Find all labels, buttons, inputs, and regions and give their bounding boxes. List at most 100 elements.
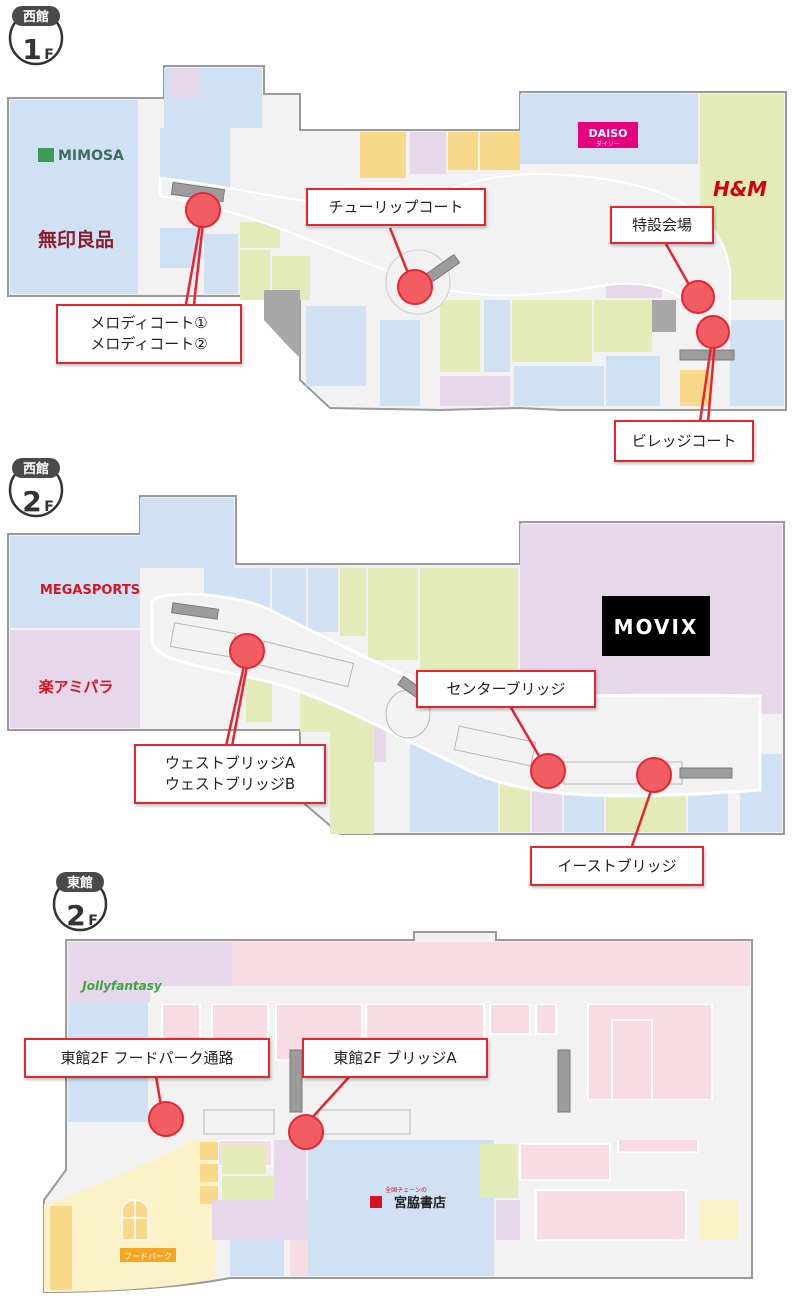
- shop-block: [200, 1186, 218, 1204]
- shop-block: [564, 790, 604, 832]
- leader-line: [309, 1075, 351, 1121]
- leader-line: [630, 787, 654, 847]
- shop-block: [496, 1200, 520, 1240]
- shop-block: [140, 498, 234, 568]
- shop-block: [535, 1189, 687, 1241]
- escalator: [170, 602, 220, 620]
- food-park-label-bg: [120, 1248, 176, 1262]
- spot-marker-special[interactable]: [681, 280, 715, 314]
- badge-tab: [12, 458, 60, 478]
- shop-block: [204, 234, 238, 294]
- shop-block: [340, 568, 366, 636]
- callout-west-bridge[interactable]: ウェストブリッジA ウェストブリッジB: [134, 744, 326, 804]
- shop-block: [594, 300, 652, 352]
- shop-block: [330, 702, 374, 834]
- store-megasports: MEGASPORTS: [40, 583, 140, 598]
- leader-line: [698, 339, 714, 423]
- badge-tab: [56, 872, 104, 892]
- callout-label: メロディコート①: [90, 314, 208, 332]
- shop-block: [410, 132, 446, 174]
- store-daiso-kana: ダイソー: [596, 140, 620, 148]
- east-2f-corridor: [150, 1100, 732, 1140]
- callout-label: チューリップコート: [328, 197, 464, 216]
- shop-block: [360, 132, 406, 178]
- bridge-outline: [203, 1109, 275, 1135]
- leader-line: [192, 213, 206, 305]
- store-hm: H&M: [713, 177, 767, 201]
- shop-block: [420, 568, 518, 680]
- floor-badge-west-1f: 西館 1 F: [8, 6, 64, 66]
- shop-block: [440, 300, 480, 372]
- leader-line: [230, 665, 249, 747]
- callout-center-bridge[interactable]: センターブリッジ: [416, 670, 596, 708]
- food-park-window-icon: [121, 1199, 149, 1241]
- badge-level: 2: [22, 485, 41, 518]
- callout-label: 東館2F フードパーク通路: [60, 1048, 234, 1067]
- escalator: [679, 349, 735, 361]
- spot-marker-melody[interactable]: [185, 192, 221, 228]
- shop-block: [611, 1019, 653, 1101]
- shop-block: [230, 1240, 284, 1276]
- spot-marker-tulip[interactable]: [397, 269, 433, 305]
- callout-tulip-court[interactable]: チューリップコート: [306, 188, 486, 226]
- callout-label: メロディコート②: [90, 335, 208, 353]
- callout-food-park-passage[interactable]: 東館2F フードパーク通路: [24, 1038, 270, 1078]
- shop-block: [50, 1206, 72, 1290]
- badge-unit: F: [88, 913, 98, 929]
- callout-east-bridge-a[interactable]: 東館2F ブリッジA: [302, 1038, 488, 1078]
- store-muji: 無印良品: [38, 228, 114, 251]
- shop-block: [170, 68, 200, 98]
- callout-east-bridge[interactable]: イーストブリッジ: [530, 846, 704, 886]
- mimosa-logo-mark: [38, 148, 54, 162]
- store-miyawaki-tagline: 全国チェーンの: [385, 1186, 427, 1194]
- shop-block: [160, 128, 230, 188]
- badge-unit: F: [44, 499, 54, 515]
- store-movix: MOVIX: [614, 615, 699, 639]
- spot-marker-east-bridge[interactable]: [636, 757, 672, 793]
- shop-block: [652, 300, 676, 332]
- callout-label: 東館2F ブリッジA: [333, 1048, 457, 1067]
- west-1f-map: MIMOSA 無印良品 DAISO ダイソー H&M: [7, 65, 787, 423]
- shop-block: [222, 1146, 266, 1174]
- shop-block: [306, 306, 366, 386]
- store-amipara: 楽アミパラ: [39, 678, 114, 696]
- callout-special-venue[interactable]: 特設会場: [610, 206, 714, 244]
- store-jollyfantasy: Jollyfantasy: [80, 979, 163, 993]
- spot-marker-west-bridge[interactable]: [229, 633, 265, 669]
- floor-badge-east-2f: 東館 2 F: [52, 872, 108, 932]
- east-2f-corridor: [150, 986, 732, 1004]
- leader-line: [184, 213, 204, 305]
- shop-block: [212, 1200, 318, 1240]
- spot-marker-east-bridge-a[interactable]: [288, 1114, 324, 1150]
- spot-marker-village[interactable]: [696, 315, 730, 349]
- shop-block: [440, 376, 510, 406]
- escalator: [557, 1049, 571, 1113]
- store-mimosa: MIMOSA: [58, 148, 124, 164]
- west-2f-map: MEGASPORTS 楽アミパラ MOVIX: [7, 495, 785, 847]
- badge-tab: [12, 6, 60, 26]
- leader-line: [706, 339, 717, 423]
- shop-block: [730, 320, 784, 406]
- callout-label: ウェストブリッジB: [164, 775, 296, 793]
- callout-label: ビレッジコート: [631, 431, 737, 450]
- east-2f-map: フードパーク Jollyfantasy 全国チェーンの 宮脇書店: [43, 931, 753, 1294]
- miyawaki-logo-mark: [370, 1196, 382, 1208]
- amipara-block: [10, 630, 140, 728]
- leader-line: [664, 243, 694, 291]
- shop-block: [535, 1003, 557, 1035]
- callout-label: センターブリッジ: [446, 679, 566, 698]
- callout-label: 特設会場: [631, 215, 692, 234]
- shop-block: [489, 1003, 531, 1035]
- badge-building: 西館: [23, 9, 49, 25]
- badge-level: 1: [22, 33, 41, 66]
- callout-melody-court[interactable]: メロディコート① メロディコート②: [56, 304, 242, 364]
- escalator: [679, 767, 733, 779]
- store-daiso: DAISO: [588, 127, 627, 140]
- callout-village-court[interactable]: ビレッジコート: [614, 420, 754, 462]
- spot-marker-center-bridge[interactable]: [530, 753, 566, 789]
- spot-marker-food-park[interactable]: [148, 1101, 184, 1137]
- shop-block: [380, 320, 420, 406]
- callout-label: ウェストブリッジA: [164, 754, 296, 772]
- shop-block: [308, 568, 338, 632]
- miyawaki-block: [308, 1140, 494, 1276]
